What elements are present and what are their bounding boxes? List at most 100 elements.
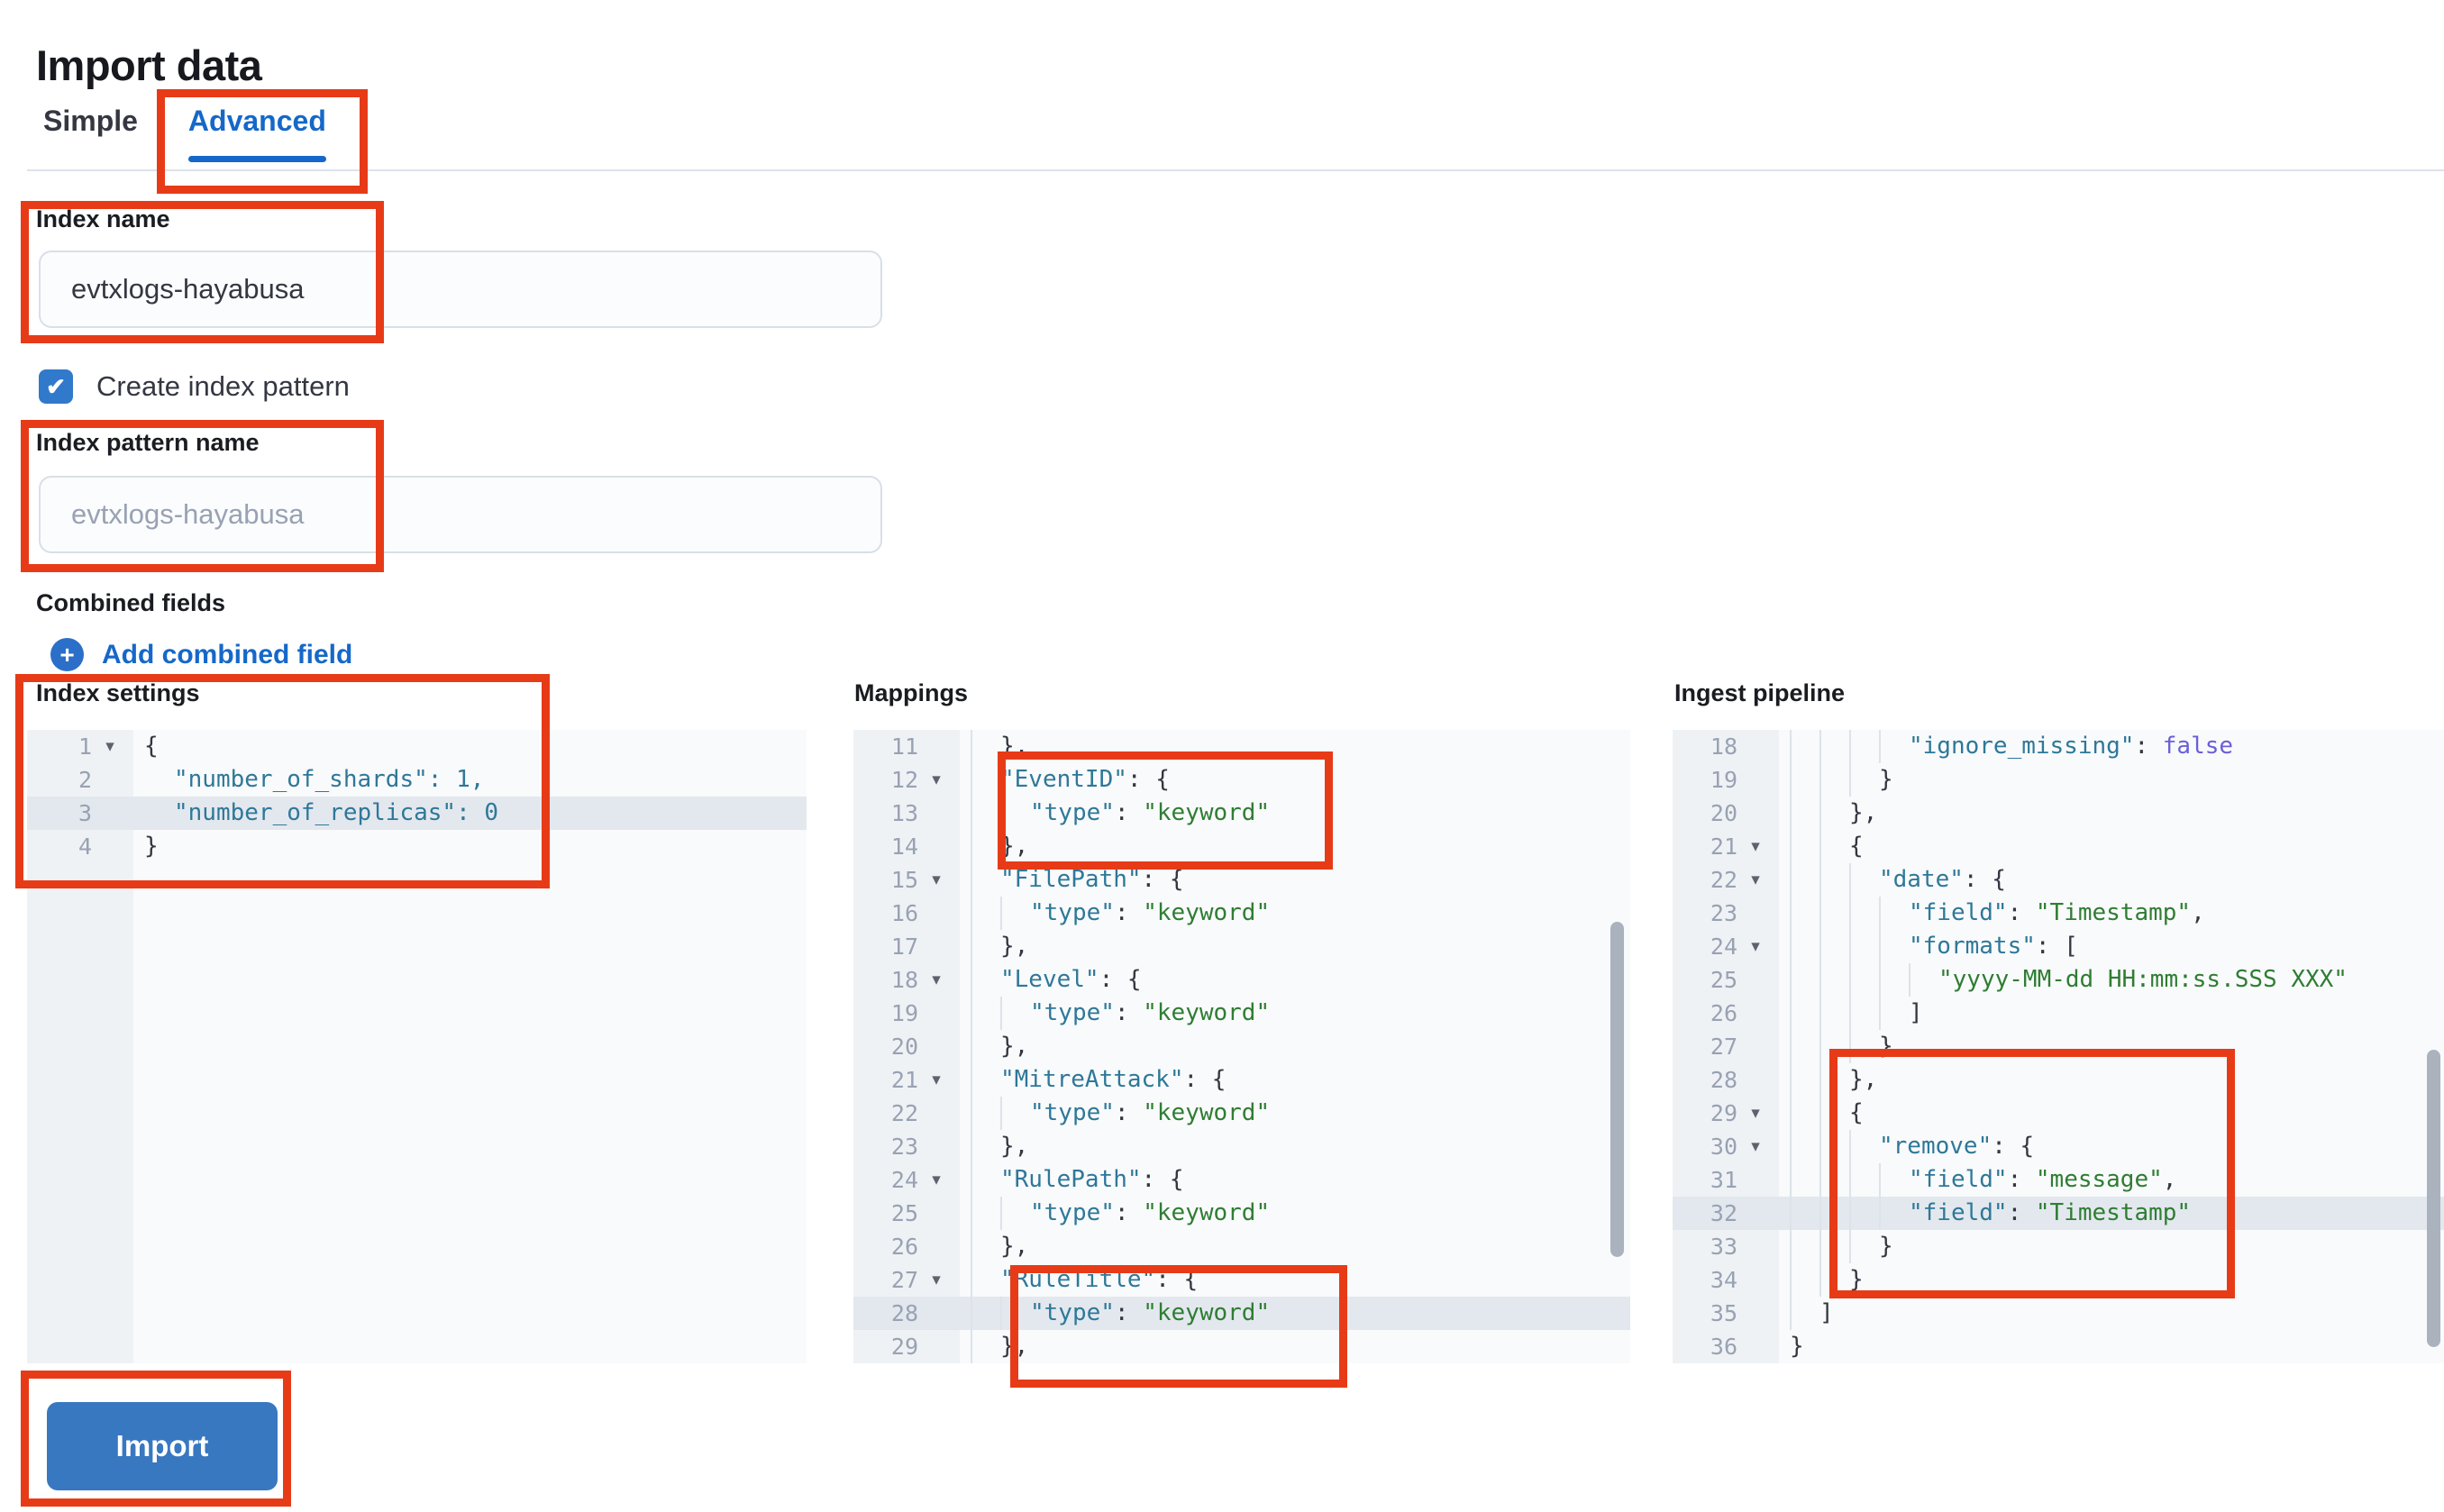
- code-token: "Timestamp": [2035, 899, 2192, 926]
- indent-guide: [1790, 1163, 1819, 1197]
- code-line: 2"number_of_shards": 1,: [27, 763, 807, 797]
- index-name-input[interactable]: [39, 250, 882, 328]
- indent-guide: [971, 1097, 1000, 1130]
- line-number: 19: [890, 1000, 918, 1026]
- code-line: 29},: [853, 1330, 1630, 1363]
- mappings-editor[interactable]: 11},12▾"EventID": {13"type": "keyword"14…: [853, 730, 1630, 1363]
- code-token: :: [1114, 1199, 1144, 1226]
- code-token: ]: [1909, 999, 1923, 1026]
- line-number: 22: [890, 1100, 918, 1126]
- index-settings-editor[interactable]: 1 ▾ {2"number_of_shards": 1,3"number_of_re…: [27, 730, 807, 1363]
- indent-guide: [1790, 730, 1819, 763]
- code-token: :: [2134, 733, 2163, 760]
- create-index-pattern-checkbox[interactable]: ✔: [39, 369, 73, 404]
- indent-guide: [1790, 1063, 1819, 1097]
- code-token: ]: [1819, 1299, 1834, 1326]
- fold-arrow-icon[interactable]: ▾: [932, 970, 941, 989]
- indent-guide: [971, 1297, 1000, 1330]
- line-number: 27: [890, 1267, 918, 1293]
- mappings-scrollbar-thumb[interactable]: [1610, 922, 1624, 1257]
- import-button-label: Import: [115, 1429, 209, 1462]
- line-number: 14: [890, 833, 918, 860]
- indent-guide: [1790, 963, 1819, 997]
- tab-advanced[interactable]: Advanced: [187, 105, 326, 164]
- code-line: 36}: [1673, 1330, 2444, 1363]
- code-line: 22▾"date": {: [1673, 863, 2444, 897]
- index-pattern-name-input[interactable]: [39, 476, 882, 553]
- tab-bar: Simple Advanced: [43, 105, 326, 164]
- indent-guide: [1819, 1163, 1849, 1197]
- indent-guide: [1819, 997, 1849, 1030]
- code-line: 16"type": "keyword": [853, 897, 1630, 930]
- indent-guide: [971, 863, 1000, 897]
- line-number: 1: [78, 733, 92, 760]
- line-number: 20: [1710, 800, 1737, 826]
- fold-arrow-icon[interactable]: ▾: [932, 770, 941, 789]
- fold-arrow-icon[interactable]: ▾: [1751, 837, 1760, 856]
- ingest-scrollbar-thumb[interactable]: [2427, 1050, 2440, 1347]
- tab-simple[interactable]: Simple: [43, 105, 138, 164]
- code-token: },: [1849, 1066, 1878, 1093]
- indent-guide: [1849, 1130, 1879, 1163]
- fold-arrow-icon[interactable]: ▾: [1751, 870, 1760, 889]
- line-number: 18: [890, 967, 918, 993]
- indent-guide: [971, 1330, 1000, 1363]
- fold-arrow-icon[interactable]: ▾: [932, 870, 941, 889]
- line-number: 22: [1710, 867, 1737, 893]
- code-token: }: [1879, 1233, 1893, 1260]
- line-number: 16: [890, 900, 918, 926]
- line-number: 24: [890, 1167, 918, 1193]
- create-index-pattern-row: ✔ Create index pattern: [39, 369, 350, 404]
- code-token: "type": [1030, 799, 1115, 826]
- line-number: 36: [1710, 1334, 1737, 1360]
- code-token: },: [1849, 799, 1878, 826]
- code-token: :: [2007, 1199, 2036, 1226]
- code-line: 3"number_of_replicas": 0: [27, 797, 807, 830]
- fold-arrow-icon[interactable]: ▾: [105, 737, 114, 756]
- fold-arrow-icon[interactable]: ▾: [1751, 1104, 1760, 1123]
- line-number: 32: [1710, 1200, 1737, 1226]
- add-combined-field-link[interactable]: + Add combined field: [50, 638, 352, 671]
- indent-guide: [1819, 1063, 1849, 1097]
- code-token: },: [1000, 1033, 1029, 1060]
- mappings-label: Mappings: [854, 679, 968, 706]
- line-number: 27: [1710, 1034, 1737, 1060]
- code-line: 22"type": "keyword": [853, 1097, 1630, 1130]
- code-token: "message": [2035, 1166, 2163, 1193]
- code-line: 19"type": "keyword": [853, 997, 1630, 1030]
- import-button[interactable]: Import: [47, 1402, 278, 1490]
- indent-guide: [1879, 1197, 1909, 1230]
- line-number: 31: [1710, 1167, 1737, 1193]
- fold-arrow-icon[interactable]: ▾: [932, 1271, 941, 1289]
- code-token: },: [1000, 833, 1029, 860]
- fold-arrow-icon[interactable]: ▾: [932, 1170, 941, 1189]
- code-line: 23"field": "Timestamp",: [1673, 897, 2444, 930]
- code-token: "type": [1030, 1199, 1115, 1226]
- code-token: : {: [1141, 866, 1184, 893]
- line-number: 26: [890, 1234, 918, 1260]
- indent-guide: [1000, 1197, 1030, 1230]
- line-number: 35: [1710, 1300, 1737, 1326]
- indent-guide: [1790, 930, 1819, 963]
- code-token: :: [1114, 1099, 1144, 1126]
- fold-arrow-icon[interactable]: ▾: [1751, 937, 1760, 956]
- fold-arrow-icon[interactable]: ▾: [1751, 1137, 1760, 1156]
- fold-arrow-icon[interactable]: ▾: [932, 1070, 941, 1089]
- code-token: }: [1790, 1333, 1804, 1360]
- indent-guide: [971, 997, 1000, 1030]
- code-line: 25"yyyy-MM-dd HH:mm:ss.SSS XXX": [1673, 963, 2444, 997]
- indent-guide: [1819, 1197, 1849, 1230]
- indent-guide: [1000, 1297, 1030, 1330]
- indent-guide: [971, 1030, 1000, 1063]
- code-token: "keyword": [1143, 999, 1271, 1026]
- code-token: : {: [1183, 1066, 1227, 1093]
- code-token: "keyword": [1143, 1099, 1271, 1126]
- code-line: 15▾"FilePath": {: [853, 863, 1630, 897]
- code-line: 23},: [853, 1130, 1630, 1163]
- indent-guide: [1790, 830, 1819, 863]
- code-token: {: [144, 733, 159, 760]
- code-token: ,: [2162, 1166, 2177, 1193]
- code-token: },: [1000, 933, 1029, 960]
- indent-guide: [1879, 730, 1909, 763]
